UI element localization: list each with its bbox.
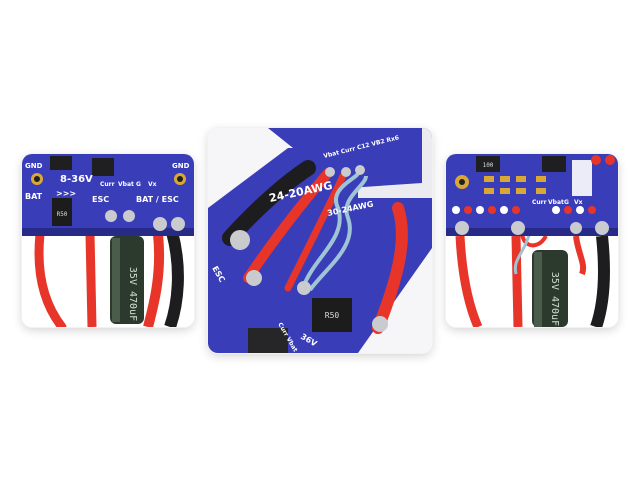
photo-middle-closeup: R50 24-20AWG 30-24AWG Vbat Curr C12 VB2 …: [208, 128, 432, 353]
red-wire: [284, 172, 347, 292]
solder-pad: [595, 221, 609, 235]
solder-pad: [246, 270, 262, 286]
solder-pad: [355, 165, 365, 175]
red-wire: [243, 168, 333, 283]
voltage-label: 8-36V: [60, 174, 93, 185]
solder-pad: [372, 316, 388, 332]
chip: [542, 156, 566, 172]
gnd-right-label: GND: [172, 162, 190, 170]
curr-label: Curr: [100, 181, 115, 188]
chip: [476, 156, 500, 172]
solder-pad: [570, 222, 582, 234]
photo-left-wiring: 35V 470uF R50 GND 8-36V BAT >>> Curr Vba…: [22, 154, 194, 327]
solder-pad: [105, 210, 117, 222]
solder-pad: [511, 221, 525, 235]
black-wire: [590, 235, 610, 327]
shunt-resistor: [312, 298, 352, 332]
red-wire: [455, 235, 483, 327]
curr-label: Curr: [532, 199, 547, 206]
bat-label: BAT: [25, 192, 43, 201]
shunt-resistor: [52, 198, 72, 226]
pcb-right-illustration: 35V 470uF 100: [446, 154, 618, 327]
esc-label: ESC: [92, 195, 109, 204]
bat-esc-label: BAT / ESC: [136, 195, 179, 204]
solder-pad: [123, 210, 135, 222]
shunt-label: R50: [325, 311, 340, 320]
blue-wire: [301, 171, 360, 289]
solder-pad: [455, 221, 469, 235]
pcb-middle-illustration: R50 24-20AWG 30-24AWG Vbat Curr C12 VB2 …: [208, 128, 432, 353]
solder-pad: [171, 217, 185, 231]
pcb-board: [446, 154, 618, 236]
pcb-left-illustration: 35V 470uF R50 GND 8-36V BAT >>> Curr Vba…: [22, 154, 194, 327]
vbat-label: Vbat: [118, 181, 134, 188]
vx-label: Vx: [574, 199, 583, 206]
solder-pad: [325, 167, 335, 177]
vbat-label: Vbat: [548, 199, 564, 206]
capacitor-label: 35V 470uF: [127, 267, 138, 321]
capacitor-label: 35V 470uF: [549, 272, 560, 326]
solder-pad: [341, 167, 351, 177]
red-wire: [34, 229, 67, 327]
red-wire: [511, 235, 523, 327]
chip: [92, 158, 114, 176]
red-wire: [143, 233, 165, 327]
red-wire: [573, 235, 587, 276]
red-wire: [85, 233, 97, 327]
gnd-left-label: GND: [25, 162, 43, 170]
solder-pad: [153, 217, 167, 231]
chip: [50, 156, 72, 170]
g-label: G: [564, 199, 569, 206]
vx-label: Vx: [148, 181, 157, 188]
red-wire: [372, 202, 408, 334]
blue-wire: [308, 175, 368, 292]
shunt-label: R50: [57, 211, 68, 218]
solder-pad: [297, 281, 311, 295]
arrows-label: >>>: [56, 189, 76, 198]
solder-pad: [230, 230, 250, 250]
photo-right-wiring: 35V 470uF 100: [446, 154, 618, 327]
chip: [248, 328, 288, 353]
black-wire: [164, 230, 184, 327]
g-label: G: [136, 181, 141, 188]
chip-code-label: 100: [483, 162, 494, 169]
